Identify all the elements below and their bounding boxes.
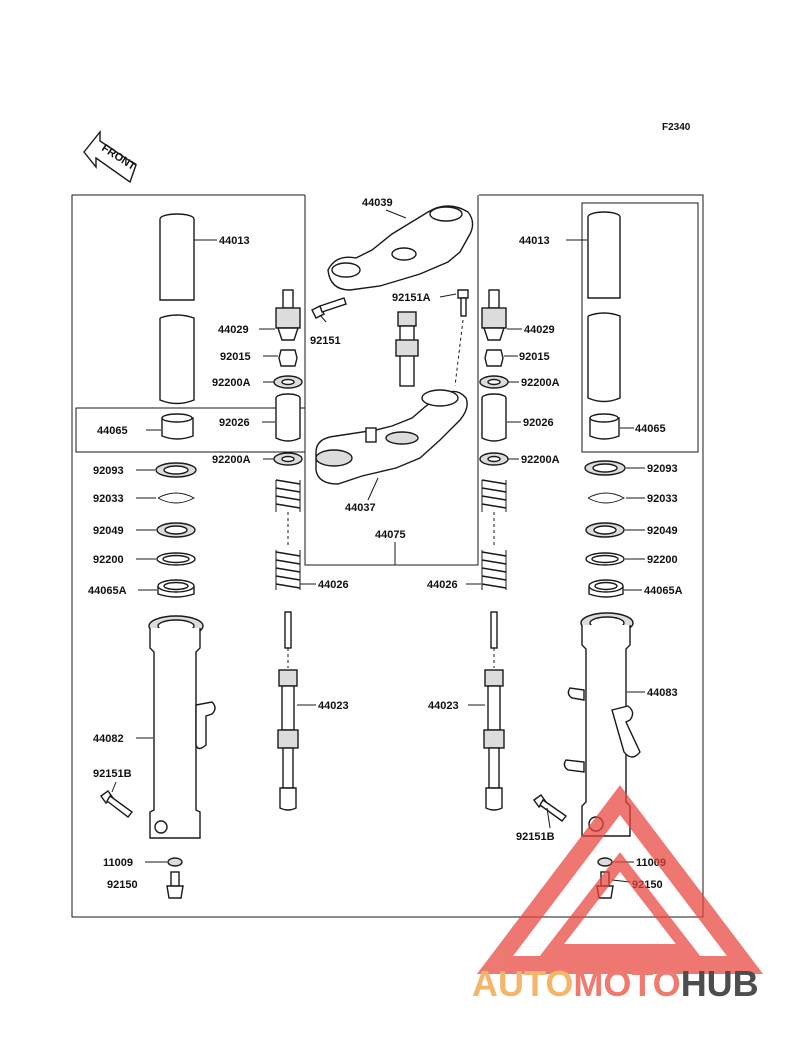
label-92151a: 92151A: [392, 292, 431, 304]
label-92200-right: 92200: [647, 554, 678, 566]
left-nut-92015: [263, 349, 298, 367]
label-44065-right: 44065: [635, 423, 666, 435]
right-nut-92015: [484, 349, 518, 367]
right-spring-44026: [466, 479, 507, 590]
watermark-hub: HUB: [681, 963, 759, 1004]
left-top-plug-44029: [259, 289, 301, 341]
left-cylinder-44023: [277, 611, 316, 811]
label-92093-right: 92093: [647, 463, 678, 475]
label-92200a-top-right: 92200A: [521, 377, 560, 389]
clamp-bolt-92151a: [439, 289, 469, 387]
label-92015-right: 92015: [519, 351, 550, 363]
left-gasket-11009: [145, 857, 183, 867]
right-washer-92200: [585, 552, 645, 566]
bracket-bolt-92151: [311, 297, 347, 323]
label-92200a-top-left: 92200A: [212, 377, 251, 389]
label-44026-left: 44026: [318, 579, 349, 591]
label-44083: 44083: [647, 687, 678, 699]
label-92200a-bottom-left: 92200A: [212, 454, 251, 466]
label-44023-right: 44023: [428, 700, 459, 712]
right-washer-92200a-top: [479, 375, 519, 389]
label-44039: 44039: [362, 197, 393, 209]
label-92151b-left: 92151B: [93, 768, 132, 780]
front-arrow-icon: FRONT: [83, 130, 138, 184]
left-axle-bolt-92151b: [100, 781, 134, 818]
left-washer-92200a-top: [263, 375, 303, 389]
left-seal-92049: [136, 522, 196, 538]
left-bushing-44065a: [138, 579, 195, 598]
label-92033-left: 92033: [93, 493, 124, 505]
svg-text:AUTOMOTOHUB: AUTOMOTOHUB: [472, 963, 759, 1004]
diagram-frame: [71, 194, 704, 918]
label-44065a-left: 44065A: [88, 585, 127, 597]
figure-code: F2340: [662, 122, 691, 133]
label-44029-left: 44029: [218, 324, 249, 336]
left-fork-tube-44013: [159, 213, 217, 405]
label-44013-left: 44013: [219, 235, 250, 247]
label-92093-left: 92093: [93, 465, 124, 477]
label-92026-right: 92026: [523, 417, 554, 429]
label-44082: 44082: [93, 733, 124, 745]
watermark-auto: AUTO: [472, 963, 573, 1004]
label-92151: 92151: [310, 335, 341, 347]
left-spring-44026: [275, 479, 316, 590]
left-outer-tube-44082: [136, 615, 216, 839]
watermark-moto: MOTO: [573, 963, 680, 1004]
left-washer-92200a-bottom: [263, 452, 303, 466]
label-44023-left: 44023: [318, 700, 349, 712]
right-washer-92200a-bottom: [479, 452, 519, 466]
label-44013-right: 44013: [519, 235, 550, 247]
label-44065-left: 44065: [97, 425, 128, 437]
label-92015-left: 92015: [220, 351, 251, 363]
right-bushing-44065a: [588, 579, 642, 598]
label-92049-right: 92049: [647, 525, 678, 537]
label-44065a-right: 44065A: [644, 585, 683, 597]
label-92151b-right: 92151B: [516, 831, 555, 843]
label-44029-right: 44029: [524, 324, 555, 336]
left-spacer-92026: [262, 393, 301, 442]
right-fork-tube-44013: [566, 211, 621, 403]
left-oil-seal-92093: [136, 462, 197, 478]
left-drain-bolt-92150: [166, 871, 184, 899]
label-44026-right: 44026: [427, 579, 458, 591]
upper-bracket-44039: [327, 205, 474, 291]
label-44037: 44037: [345, 502, 376, 514]
left-washer-92200: [136, 552, 196, 566]
label-92049-left: 92049: [93, 525, 124, 537]
label-92200a-bottom-right: 92200A: [521, 454, 560, 466]
right-oil-seal-92093: [584, 460, 645, 476]
label-92026-left: 92026: [219, 417, 250, 429]
automotohub-logo-icon: [476, 785, 764, 974]
right-bushing-44065: [589, 413, 634, 440]
right-circlip-92033: [587, 492, 645, 504]
label-92033-right: 92033: [647, 493, 678, 505]
lower-bracket-stem-44037: [315, 311, 468, 501]
right-top-plug-44029: [481, 289, 522, 341]
right-seal-92049: [585, 522, 645, 538]
right-axle-bolt-92151b: [533, 794, 568, 829]
right-cylinder-44023: [468, 611, 505, 811]
label-11009-left: 11009: [103, 857, 133, 869]
left-bushing-44065: [146, 413, 194, 440]
right-spacer-92026: [481, 393, 521, 442]
watermark-text: AUTOMOTOHUB: [472, 963, 759, 1004]
label-44075: 44075: [375, 529, 406, 541]
label-92200-left: 92200: [93, 554, 124, 566]
left-circlip-92033: [136, 492, 196, 504]
label-92150-left: 92150: [107, 879, 138, 891]
